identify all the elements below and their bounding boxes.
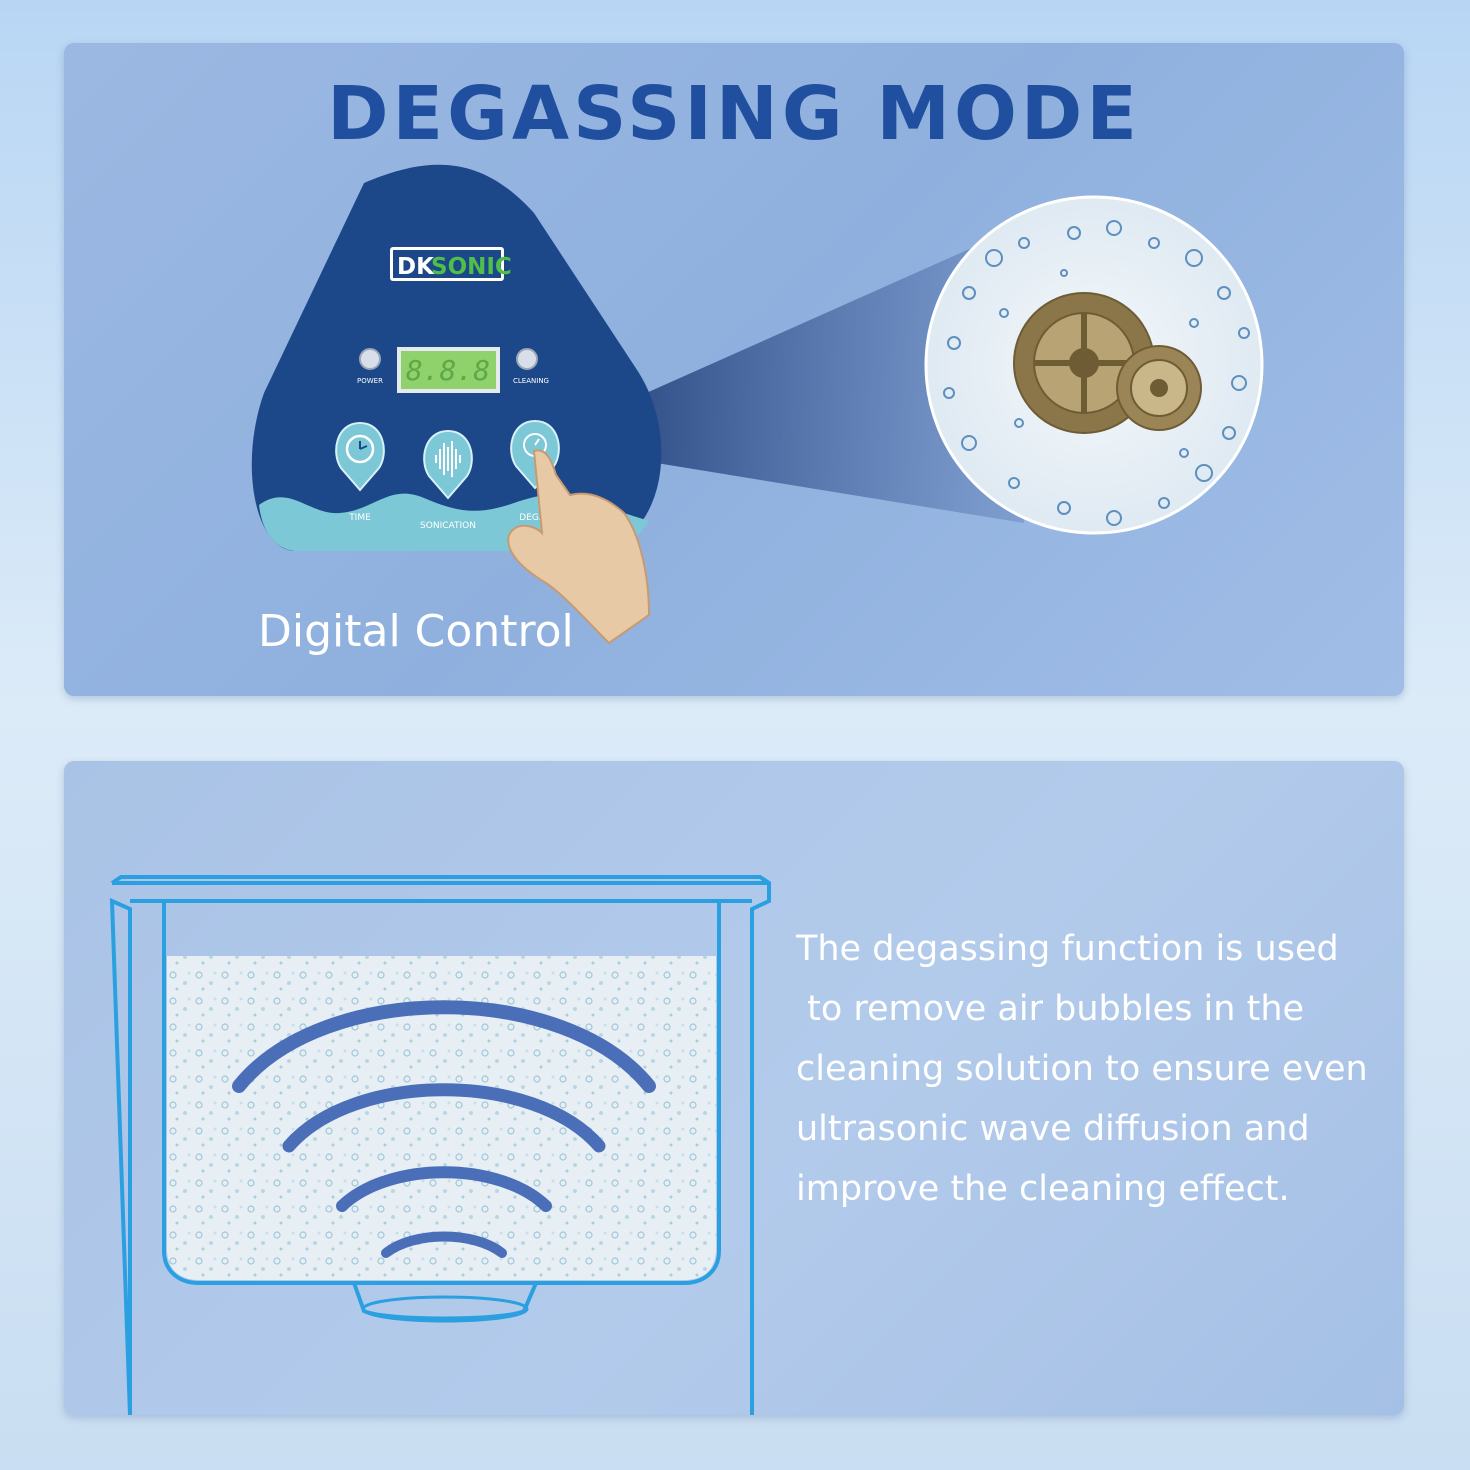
description-line-2: to remove air bubbles in the [796, 989, 1305, 1029]
power-label: POWER [357, 377, 383, 385]
description-text: The degassing function is used to remove… [796, 919, 1396, 1219]
description-panel: The degassing function is used to remove… [64, 761, 1404, 1415]
ultrasonic-wave-icon [232, 1000, 656, 1258]
gear-icon [1116, 345, 1202, 431]
digital-control-caption: Digital Control [258, 606, 574, 657]
degas-label: DEGAS [519, 513, 551, 523]
brand-logo: DK SONIC [390, 247, 512, 281]
lcd-display: 8.8.8 [397, 347, 500, 393]
power-light-icon [359, 348, 381, 370]
time-label: TIME [348, 513, 371, 523]
gears-in-bubbles-image [924, 195, 1264, 535]
hand-pointer-icon [507, 449, 651, 645]
page-title: DEGASSING MODE [327, 71, 1141, 157]
power-indicator: POWER [357, 348, 383, 385]
description-line-5: improve the cleaning effect. [796, 1169, 1290, 1209]
bubbles [943, 220, 1250, 526]
cleaning-label: CLEANING [513, 377, 549, 385]
sonication-label: SONICATION [420, 521, 476, 531]
brand-logo-dk: DK [397, 254, 435, 280]
sonication-button[interactable] [423, 429, 473, 500]
clock-icon [345, 434, 375, 464]
cleaning-light-icon [516, 348, 538, 370]
control-panel-illustration: DK SONIC POWER CLEANING 8.8.8 [251, 164, 1264, 645]
brand-logo-sonic: SONIC [431, 254, 512, 280]
description-line-3: cleaning solution to ensure even [796, 1049, 1368, 1089]
tank-illustration [109, 875, 771, 1415]
cleaning-indicator: CLEANING [513, 348, 549, 385]
lcd-value: 8.8.8 [406, 354, 490, 387]
degassing-panel: DEGASSING MODE DK SONIC [64, 43, 1404, 696]
time-button[interactable] [335, 421, 385, 492]
ultrasonic-tank [109, 875, 771, 1415]
description-line-1: The degassing function is used [796, 929, 1339, 969]
soundwave-icon [435, 441, 461, 477]
description-line-4: ultrasonic wave diffusion and [796, 1109, 1310, 1149]
